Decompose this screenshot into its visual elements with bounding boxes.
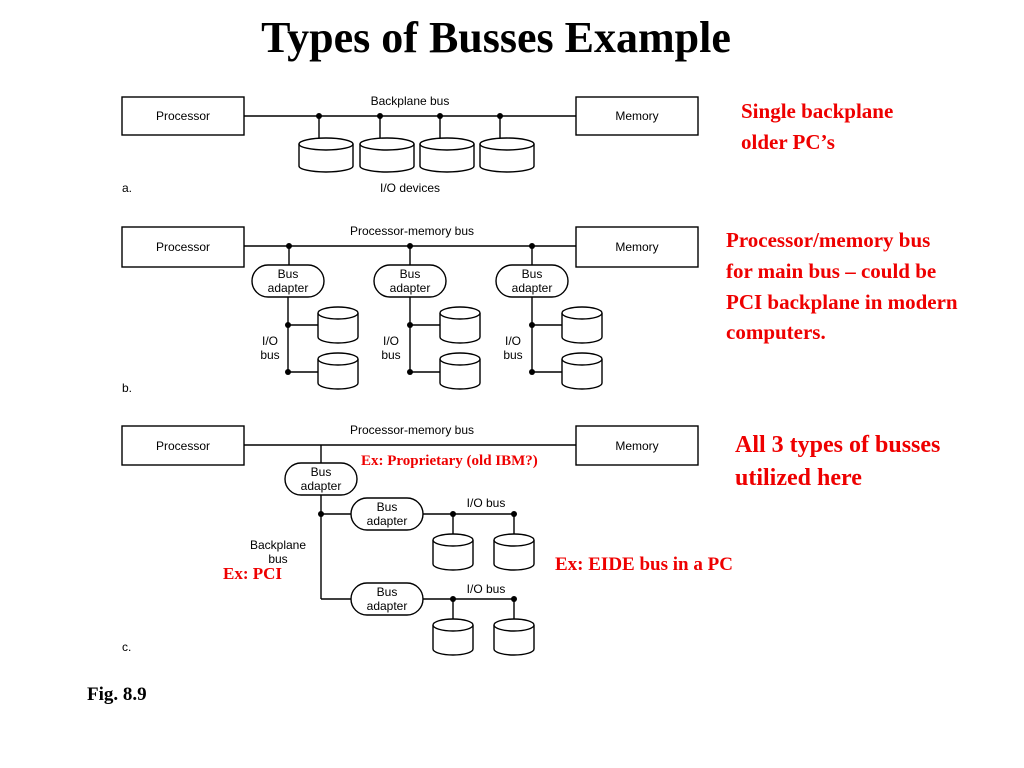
bus-adapter-label: adapter [367,514,408,528]
io-bus-label: I/O bus [467,496,506,510]
bus-adapter-group: Bus adapter I/O bus [251,243,359,390]
note-proprietary: Ex: Proprietary (old IBM?) [361,453,538,469]
bus-adapter-label: adapter [390,281,431,295]
io-device [479,113,535,173]
bus-adapter-label: Bus [278,267,299,281]
part-label: a. [122,181,132,195]
bus-adapter-group: Bus adapter I/O bus [350,582,535,656]
io-device [419,113,475,173]
backplane-bus-label: Backplane bus [371,94,450,108]
io-device [298,113,354,173]
io-bus-label: bus [503,348,522,362]
diagram-b: Processor Memory Processor-memory bus Bu… [121,224,958,395]
io-bus-label: I/O [262,334,278,348]
bus-adapter-group: Bus adapter I/O bus [373,243,481,390]
diagram-c: Processor Memory Processor-memory bus Bu… [121,423,940,656]
io-bus-label: I/O [383,334,399,348]
diagram-a: Processor Memory Backplane bus a. I/O de… [121,94,893,195]
bus-adapter-label: Bus [311,465,332,479]
bus-adapter-label: Bus [377,585,398,599]
io-devices-label: I/O devices [380,181,440,195]
note-pci-backplane: PCI backplane in modern [726,290,958,314]
bus-adapter-label: Bus [522,267,543,281]
backplane-bus-label: bus [268,552,287,566]
bus-adapter-label: adapter [367,599,408,613]
memory-box [575,96,699,136]
part-label: c. [122,640,131,654]
bus-adapter-group: Bus adapter I/O bus [495,243,603,390]
part-label: b. [122,381,132,395]
bus-adapter-label: adapter [268,281,309,295]
processor-label: Processor [156,240,210,254]
note-pci: Ex: PCI [223,564,282,583]
note-all-three: All 3 types of busses [735,432,940,458]
bus-adapter-label: Bus [377,500,398,514]
figure-label: Fig. 8.9 [87,684,147,705]
bus-adapter-label: Bus [400,267,421,281]
memory-box [575,226,699,268]
bus-adapter-group: Bus adapter I/O bus [350,496,535,571]
note-utilized-here: utilized here [735,465,862,491]
note-older-pcs: older PC’s [741,130,835,154]
processor-memory-bus-label: Processor-memory bus [350,423,474,437]
io-device [359,113,415,173]
io-bus-label: I/O bus [467,582,506,596]
processor-box [121,96,245,136]
io-bus-label: bus [260,348,279,362]
processor-box [121,226,245,268]
processor-label: Processor [156,439,210,453]
memory-box [575,425,699,466]
bus-adapter-label: adapter [512,281,553,295]
memory-label: Memory [615,439,658,453]
io-bus-label: bus [381,348,400,362]
note-computers: computers. [726,320,826,344]
slide-title: Types of Busses Example [261,13,731,62]
note-main-bus: for main bus – could be [726,259,936,283]
bus-adapter-label: adapter [301,479,342,493]
processor-memory-bus-label: Processor-memory bus [350,224,474,238]
processor-box [121,425,245,466]
note-single-backplane: Single backplane [741,99,893,123]
processor-label: Processor [156,109,210,123]
memory-label: Memory [615,240,658,254]
backplane-bus-label: Backplane [250,538,306,552]
memory-label: Memory [615,109,658,123]
note-eide: Ex: EIDE bus in a PC [555,554,733,575]
io-bus-label: I/O [505,334,521,348]
note-processor-memory-bus: Processor/memory bus [726,228,930,252]
